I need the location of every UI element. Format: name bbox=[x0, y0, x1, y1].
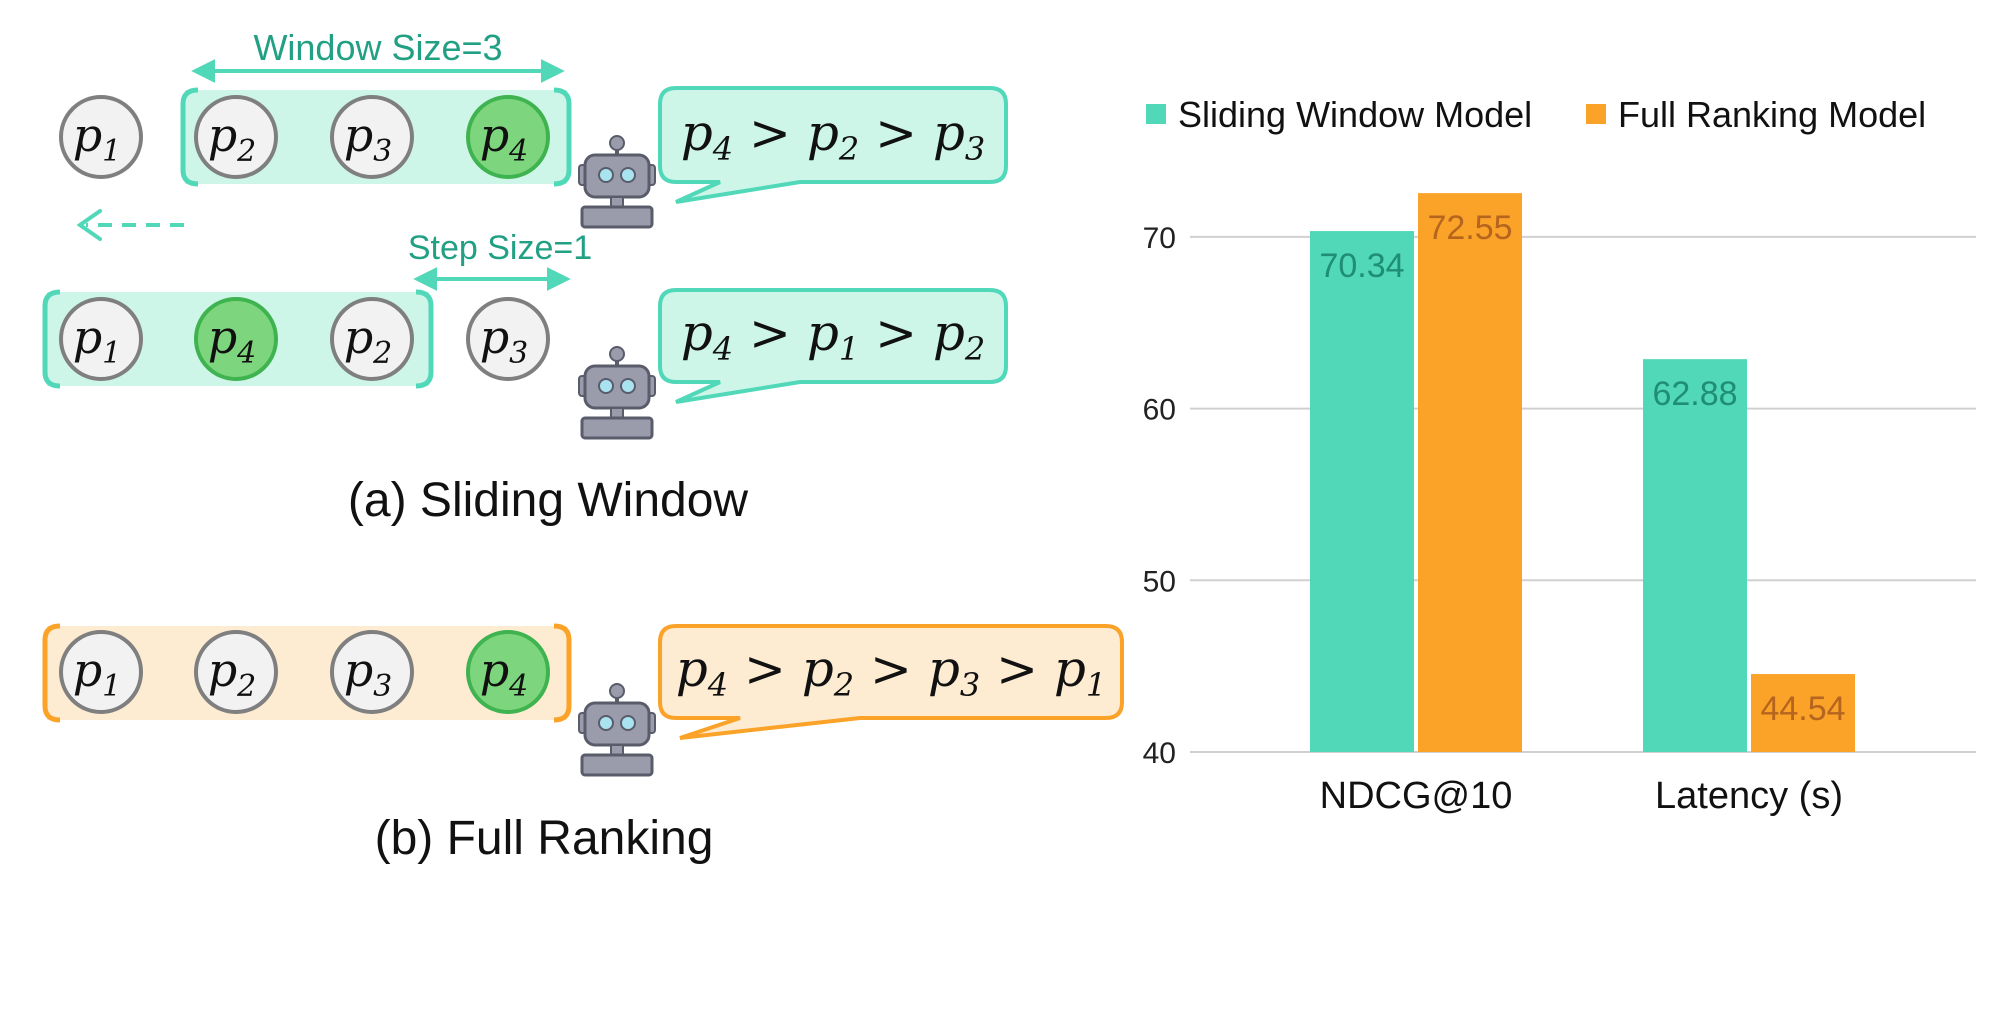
window-bracket-left-row2 bbox=[42, 289, 61, 389]
data-label: 72.55 bbox=[1427, 209, 1512, 247]
caption-sliding-window: (a) Sliding Window bbox=[348, 474, 748, 527]
slide-direction-arrow bbox=[76, 209, 184, 241]
bar-full-ranking-0 bbox=[1418, 193, 1522, 752]
legend-label: Full Ranking Model bbox=[1618, 94, 1926, 135]
x-category-label: Latency (s) bbox=[1655, 775, 1843, 817]
node-row2-4: p3 bbox=[466, 297, 550, 381]
robot-icon bbox=[578, 346, 656, 440]
node-full-3: p3 bbox=[330, 630, 414, 714]
caption-full-ranking: (b) Full Ranking bbox=[375, 812, 714, 865]
sliding-window-panel: Window Size=3 p1 p2 p3 p bbox=[42, 27, 1008, 527]
node-row1-1: p1 bbox=[59, 95, 143, 179]
bar-sliding-window-0 bbox=[1310, 231, 1414, 752]
svg-text:p2: p2 bbox=[344, 310, 393, 371]
svg-text:p1: p1 bbox=[73, 310, 122, 371]
chart-data-labels: 70.34 72.55 62.88 44.54 bbox=[1319, 209, 1845, 728]
node-row1-2: p2 bbox=[194, 95, 278, 179]
chart-bars bbox=[1310, 193, 1855, 752]
svg-text:p4 > p2 > p3 > p1: p4 > p2 > p3 > p1 bbox=[676, 640, 1107, 704]
node-row2-1: p1 bbox=[59, 297, 143, 381]
legend-swatch bbox=[1146, 104, 1166, 124]
svg-text:p2: p2 bbox=[208, 643, 257, 704]
node-full-4-highlighted: p4 bbox=[466, 630, 550, 714]
chart-x-axis: NDCG@10 Latency (s) bbox=[1320, 775, 1843, 817]
legend-label: Sliding Window Model bbox=[1178, 94, 1532, 135]
node-full-2: p2 bbox=[194, 630, 278, 714]
node-row1-4-highlighted: p4 bbox=[466, 95, 550, 179]
window-size-annotation: Window Size=3 bbox=[191, 27, 565, 83]
data-label: 70.34 bbox=[1319, 247, 1404, 285]
bar-chart: Sliding Window Model Full Ranking Model 4… bbox=[1143, 94, 1976, 817]
robot-icon bbox=[578, 135, 656, 229]
chart-y-axis: 40 50 60 70 bbox=[1143, 222, 1176, 770]
window-bracket-left-row1 bbox=[180, 87, 199, 187]
node-row2-2-highlighted: p4 bbox=[194, 297, 278, 381]
svg-text:p4 > p1 > p2: p4 > p1 > p2 bbox=[681, 304, 986, 368]
y-tick-label: 70 bbox=[1143, 222, 1176, 255]
ranking-output-bubble-full: p4 > p2 > p3 > p1 bbox=[658, 624, 1124, 740]
step-size-label: Step Size=1 bbox=[408, 229, 592, 267]
svg-text:p3: p3 bbox=[344, 108, 393, 169]
x-category-label: NDCG@10 bbox=[1320, 775, 1513, 817]
y-tick-label: 50 bbox=[1143, 565, 1176, 598]
chart-gridlines bbox=[1190, 235, 1976, 753]
full-bracket-right bbox=[553, 623, 572, 723]
step-size-annotation: Step Size=1 bbox=[408, 229, 592, 291]
svg-text:p1: p1 bbox=[73, 108, 122, 169]
node-full-1: p1 bbox=[59, 630, 143, 714]
window-bracket-right-row1 bbox=[553, 87, 572, 187]
window-bracket-right-row2 bbox=[415, 289, 434, 389]
svg-text:p4: p4 bbox=[208, 310, 257, 371]
svg-text:p3: p3 bbox=[344, 643, 393, 704]
full-bracket-left bbox=[42, 623, 61, 723]
svg-text:p4: p4 bbox=[480, 643, 529, 704]
chart-legend: Sliding Window Model Full Ranking Model bbox=[1146, 94, 1926, 135]
node-row1-3: p3 bbox=[330, 95, 414, 179]
data-label: 62.88 bbox=[1652, 375, 1737, 413]
svg-text:p2: p2 bbox=[208, 108, 257, 169]
ranking-output-bubble-row1: p4 > p2 > p3 bbox=[658, 86, 1008, 204]
bar-full-ranking-1 bbox=[1751, 674, 1855, 752]
svg-text:p4 > p2 > p3: p4 > p2 > p3 bbox=[681, 104, 986, 168]
full-ranking-panel: p1 p2 p3 p4 bbox=[42, 623, 1124, 865]
robot-icon bbox=[578, 683, 656, 777]
y-tick-label: 40 bbox=[1143, 737, 1176, 770]
svg-text:p4: p4 bbox=[480, 108, 529, 169]
ranking-output-bubble-row2: p4 > p1 > p2 bbox=[658, 288, 1008, 404]
svg-text:p3: p3 bbox=[480, 310, 529, 371]
y-tick-label: 60 bbox=[1143, 394, 1176, 427]
legend-swatch bbox=[1586, 104, 1606, 124]
svg-text:p1: p1 bbox=[73, 643, 122, 704]
node-row2-3: p2 bbox=[330, 297, 414, 381]
window-size-label: Window Size=3 bbox=[253, 27, 502, 68]
data-label: 44.54 bbox=[1760, 690, 1845, 728]
bar-sliding-window-1 bbox=[1643, 359, 1747, 752]
